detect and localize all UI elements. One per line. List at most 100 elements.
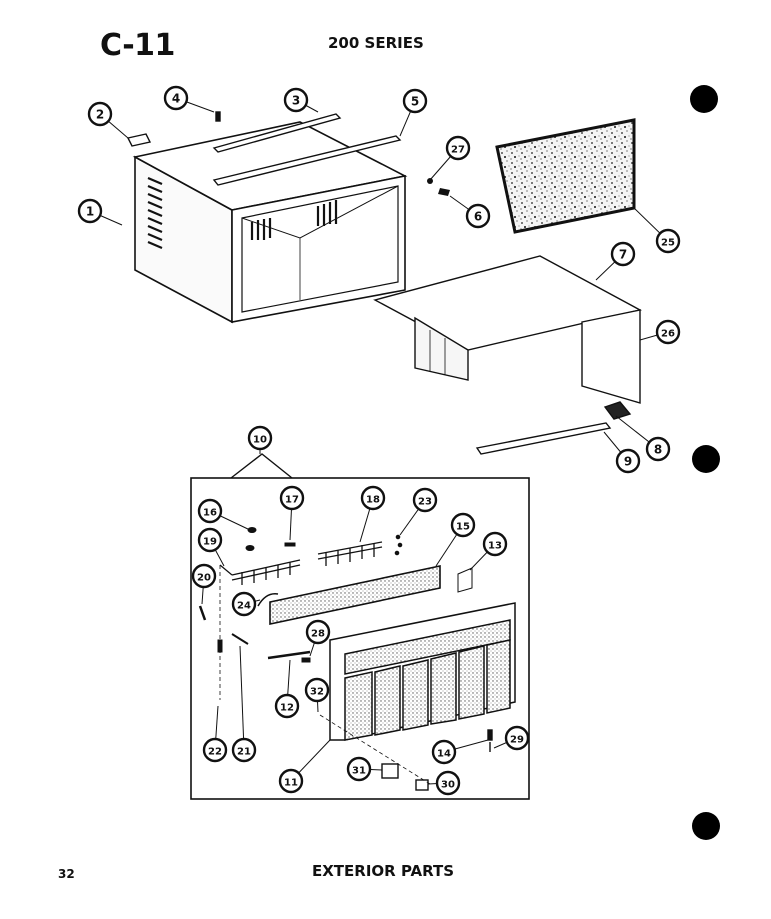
callout-30: 30 — [435, 770, 461, 796]
callout-circle — [615, 448, 641, 474]
callout-label: 25 — [661, 238, 675, 249]
bracket-and-sill — [475, 401, 632, 455]
callout-2: 2 — [87, 101, 113, 127]
callout-7: 7 — [610, 241, 636, 267]
louvers — [231, 541, 383, 585]
callout-label: 12 — [280, 703, 294, 714]
callout-label: 19 — [203, 537, 217, 548]
callout-14: 14 — [431, 739, 457, 765]
callout-circle — [304, 677, 330, 703]
callout-circle — [77, 198, 103, 224]
callout-5: 5 — [402, 88, 428, 114]
callout-label: 2 — [96, 108, 104, 122]
callout-label: 8 — [654, 443, 662, 457]
callout-9: 9 — [615, 448, 641, 474]
callout-1: 1 — [77, 198, 103, 224]
callout-19: 19 — [197, 527, 223, 553]
callout-label: 6 — [474, 210, 482, 224]
callout-32: 32 — [304, 677, 330, 703]
callout-label: 14 — [437, 749, 451, 760]
callout-label: 21 — [237, 747, 251, 758]
pads-and-clips — [319, 714, 493, 791]
small-hardware — [198, 527, 473, 700]
cabinet-part — [132, 121, 408, 324]
callout-circle — [87, 101, 113, 127]
front-grille-part — [329, 602, 516, 741]
callout-circle — [504, 725, 530, 751]
callout-circle — [431, 739, 457, 765]
callout-circle — [610, 241, 636, 267]
callout-label: 11 — [284, 778, 298, 789]
callout-label: 22 — [208, 747, 222, 758]
callout-circle — [197, 527, 223, 553]
top-rails — [126, 111, 402, 186]
callout-label: 9 — [624, 455, 632, 469]
callout-label: 32 — [310, 687, 324, 698]
callout-circle — [465, 203, 491, 229]
callout-circle — [402, 88, 428, 114]
callout-circle — [450, 512, 476, 538]
leader-lines — [89, 97, 669, 785]
callout-22: 22 — [202, 737, 228, 763]
callout-18: 18 — [360, 485, 386, 511]
callout-circle — [412, 487, 438, 513]
callout-circle — [247, 425, 273, 451]
callout-circle — [305, 619, 331, 645]
callout-circle — [191, 563, 217, 589]
callout-25: 25 — [655, 228, 681, 254]
callout-circle — [655, 319, 681, 345]
callout-26: 26 — [655, 319, 681, 345]
partition-part — [373, 255, 642, 404]
punch-hole-dot — [692, 812, 720, 840]
front-assembly-frame — [190, 477, 530, 800]
callout-circle — [445, 135, 471, 161]
callout-label: 13 — [488, 541, 502, 552]
callout-24: 24 — [231, 591, 257, 617]
callout-17: 17 — [279, 485, 305, 511]
callout-label: 16 — [203, 508, 217, 519]
callout-label: 18 — [366, 495, 380, 506]
screws-27-6 — [427, 178, 450, 196]
series-title: 200 SERIES — [328, 34, 424, 52]
callout-12: 12 — [274, 693, 300, 719]
callout-6: 6 — [465, 203, 491, 229]
grille-panel-part — [269, 565, 441, 625]
callout-4: 4 — [163, 85, 189, 111]
callout-27: 27 — [445, 135, 471, 161]
callout-10: 10 — [247, 425, 273, 451]
callout-circle — [435, 770, 461, 796]
callout-label: 24 — [237, 601, 251, 612]
callout-8: 8 — [645, 436, 671, 462]
section-title: EXTERIOR PARTS — [312, 862, 455, 880]
callout-label: 17 — [285, 495, 299, 506]
callout-16: 16 — [197, 498, 223, 524]
leader-line-21 — [239, 645, 245, 751]
filter-part — [495, 118, 636, 234]
callout-circle — [283, 87, 309, 113]
callout-11: 11 — [278, 768, 304, 794]
callout-circle — [346, 756, 372, 782]
callout-label: 3 — [292, 94, 300, 108]
callout-label: 4 — [172, 92, 180, 106]
callout-23: 23 — [412, 487, 438, 513]
callout-label: 1 — [86, 205, 94, 219]
callout-3: 3 — [283, 87, 309, 113]
page-number: 32 — [58, 867, 75, 881]
callout-13: 13 — [482, 531, 508, 557]
callout-label: 28 — [311, 629, 325, 640]
callout-label: 26 — [661, 329, 675, 340]
callout-label: 27 — [451, 145, 465, 156]
callout-label: 23 — [418, 497, 432, 508]
punch-hole-dot — [690, 85, 718, 113]
punch-hole-dot — [692, 445, 720, 473]
page-id: C-11 — [100, 28, 175, 63]
callout-circle — [202, 737, 228, 763]
callout-label: 15 — [456, 522, 470, 533]
callout-15: 15 — [450, 512, 476, 538]
callout-circle — [163, 85, 189, 111]
callout-circle — [197, 498, 223, 524]
bracket-10 — [230, 453, 293, 479]
callout-circle — [274, 693, 300, 719]
callout-29: 29 — [504, 725, 530, 751]
callout-circle — [360, 485, 386, 511]
